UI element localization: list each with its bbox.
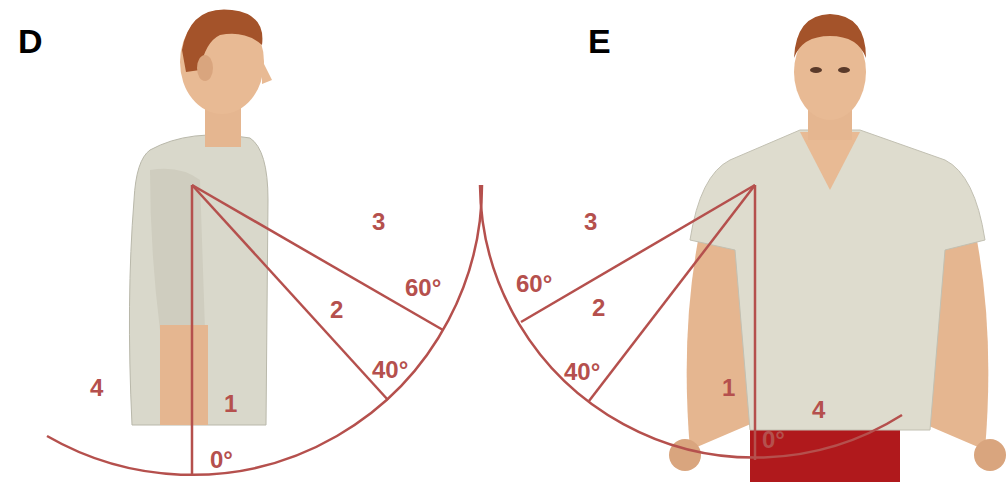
callout-number: 60° [516,272,552,296]
panel-letter: E [588,24,611,58]
panel-letter: D [18,24,43,58]
callout-number: 40° [564,360,600,384]
callout-number: 3 [372,210,385,234]
callout-number: 4 [812,398,825,422]
callout-number: 60° [405,276,441,300]
callout-number: 0° [762,428,785,452]
callout-number: 0° [210,448,233,472]
angle-guides [47,185,902,476]
side-figure [129,10,272,426]
callout-number: 40° [372,358,408,382]
callout-number: 4 [90,376,103,400]
callout-number: 2 [330,298,343,322]
front-figure [669,14,1006,482]
callout-number: 3 [584,210,597,234]
callout-number: 1 [224,392,237,416]
callout-number: 2 [592,296,605,320]
callout-number: 1 [722,376,735,400]
